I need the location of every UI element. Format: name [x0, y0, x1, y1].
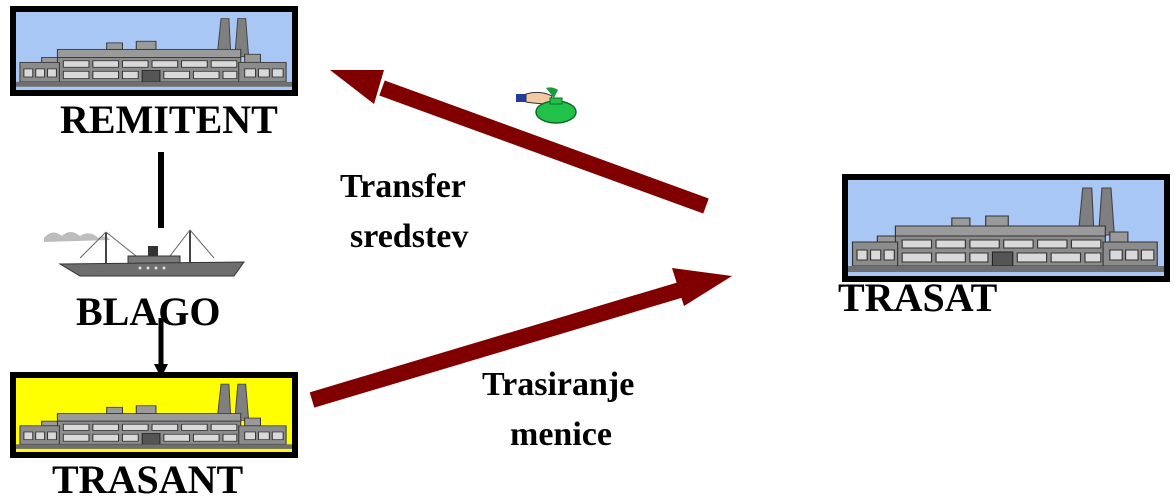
- remitent-factory: [10, 6, 298, 96]
- connector-arrowhead: [154, 364, 168, 378]
- trasiranje-arrow: [309, 282, 683, 408]
- trasiranje-arrowhead: [672, 268, 732, 306]
- factory-icon: [16, 378, 292, 452]
- trasat-factory: [842, 174, 1170, 282]
- trasiranje-label-line1: Trasiranje: [482, 366, 635, 403]
- money-bag-icon: [516, 87, 577, 124]
- factory-icon: [848, 180, 1164, 276]
- trasant-factory: [10, 372, 298, 458]
- blago-label: BLAGO: [76, 289, 221, 334]
- transfer-label-line2: sredstev: [350, 218, 469, 255]
- transfer-label-line1: Transfer: [340, 168, 466, 205]
- factory-icon: [16, 12, 292, 90]
- transfer-arrowhead: [330, 70, 384, 104]
- trasant-label: TRASANT: [52, 457, 244, 502]
- trasiranje-label-line2: menice: [510, 416, 612, 453]
- ship-icon: [44, 229, 245, 277]
- trasat-label: TRASAT: [838, 275, 998, 320]
- remitent-label: REMITENT: [60, 97, 278, 142]
- transfer-arrow: [379, 80, 709, 214]
